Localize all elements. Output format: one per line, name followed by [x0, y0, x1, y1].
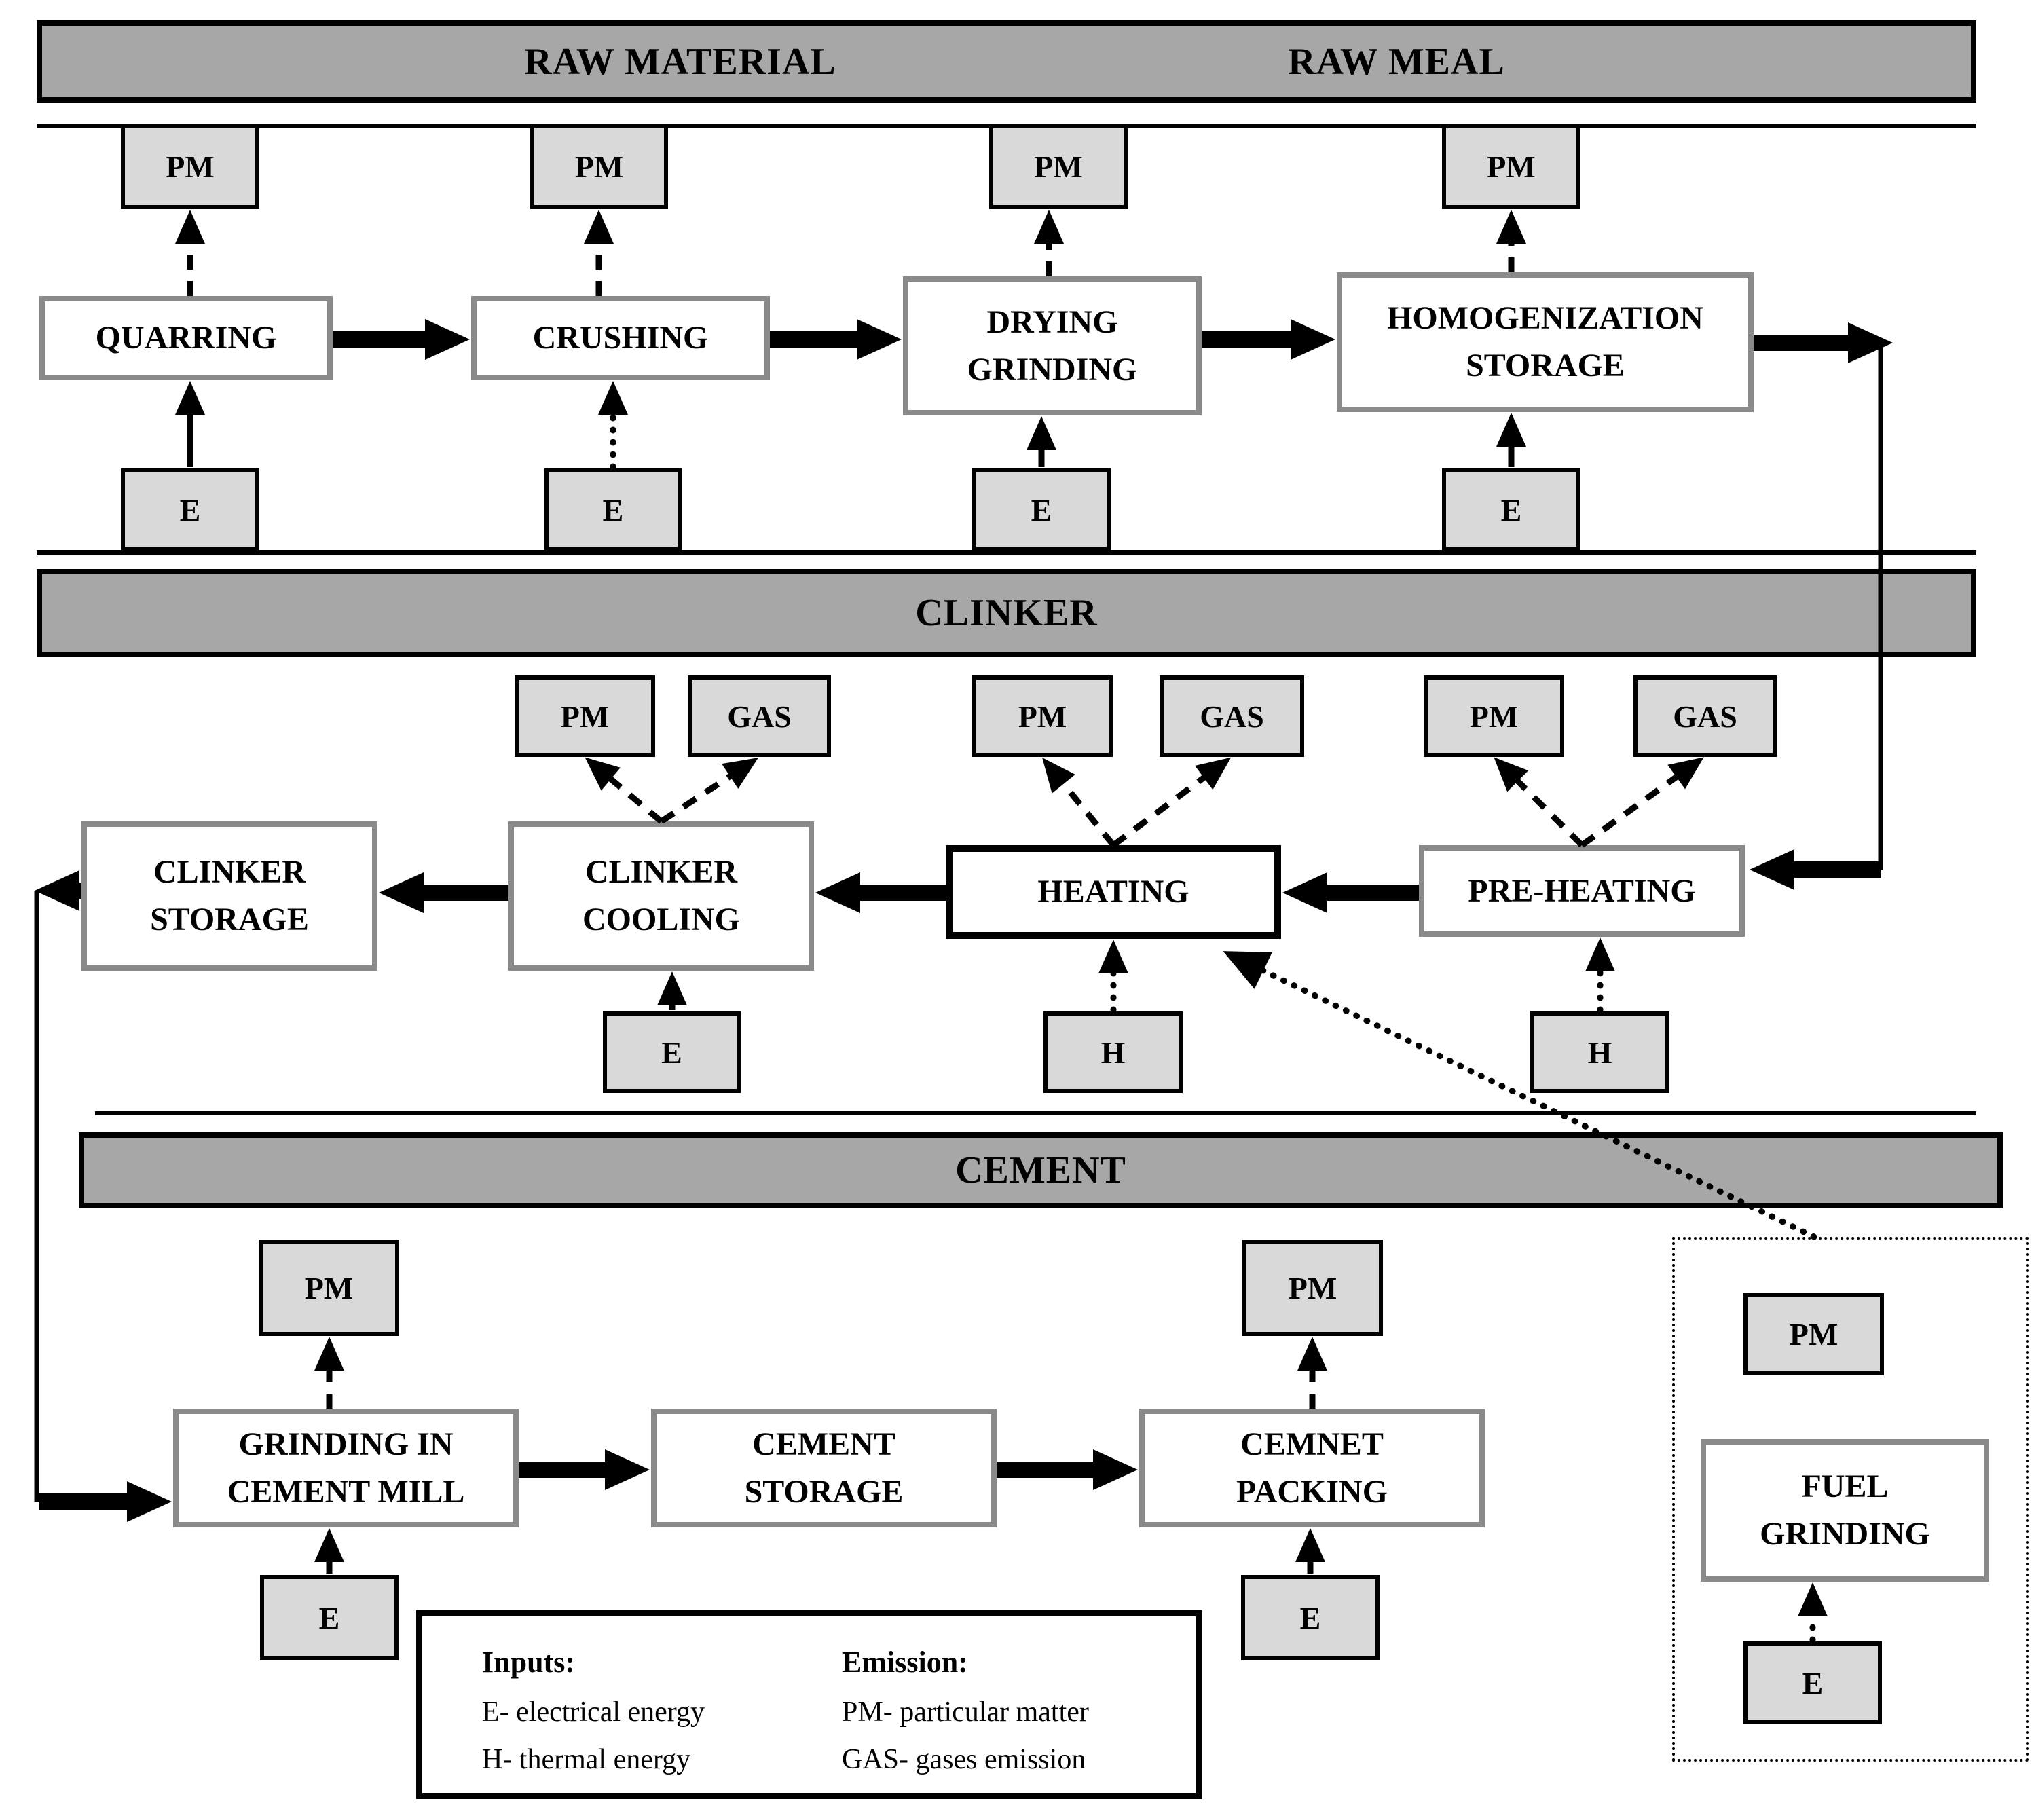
stage-fuel-grinding: FUEL GRINDING	[1701, 1439, 1989, 1582]
pm-label: PM	[1018, 699, 1067, 734]
separator-line-e-row	[37, 550, 1976, 555]
emission-arrow-cooling-pm	[585, 757, 663, 824]
pm-label: PM	[1288, 1270, 1337, 1305]
pm-label: PM	[166, 149, 215, 184]
stage-label: HOMOGENIZATION STORAGE	[1387, 300, 1703, 384]
h-chip: H	[1530, 1011, 1669, 1093]
banner-cement-label: CEMENT	[955, 1149, 1126, 1191]
gas-label: GAS	[727, 699, 792, 734]
stage-clinker-cooling: CLINKER COOLING	[508, 821, 814, 971]
fuel-grinding-container	[1672, 1237, 2029, 1762]
pm-chip: PM	[1442, 124, 1580, 209]
separator-line-cement	[95, 1111, 1976, 1115]
stage-label: DRYING GRINDING	[967, 303, 1138, 388]
stage-label: FUEL GRINDING	[1760, 1468, 1930, 1552]
stage-label: QUARRING	[95, 320, 277, 356]
h-label: H	[1587, 1035, 1612, 1070]
stage-label: HEATING	[1037, 874, 1189, 910]
banner-cement: CEMENT	[79, 1132, 2003, 1208]
h-chip: H	[1043, 1011, 1183, 1093]
stage-label: CRUSHING	[532, 320, 709, 356]
stage-heating: HEATING	[946, 845, 1281, 939]
banner-clinker: CLINKER	[37, 569, 1976, 657]
legend-box: Inputs: E- electrical energy H- thermal …	[416, 1610, 1202, 1799]
e-chip: E	[260, 1575, 399, 1660]
pm-label: PM	[1469, 699, 1519, 734]
pm-chip: PM	[1424, 675, 1564, 757]
e-label: E	[602, 492, 624, 527]
e-label: E	[1802, 1665, 1824, 1701]
stage-label: CLINKER STORAGE	[150, 854, 309, 937]
e-label: E	[1299, 1600, 1321, 1635]
e-chip: E	[1743, 1641, 1882, 1724]
pm-chip: PM	[259, 1240, 399, 1336]
pm-chip: PM	[121, 124, 259, 209]
pm-label: PM	[574, 149, 624, 184]
stage-label: PRE-HEATING	[1468, 872, 1696, 909]
pm-chip: PM	[989, 124, 1128, 209]
e-label: E	[179, 492, 201, 527]
e-label: E	[1031, 492, 1052, 527]
e-label: E	[318, 1600, 340, 1635]
legend-input-item: E- electrical energy	[482, 1696, 705, 1728]
pm-chip: PM	[515, 675, 655, 757]
emission-arrow-pre-heating-gas	[1580, 757, 1704, 848]
stage-homogenization-storage: HOMOGENIZATION STORAGE	[1337, 272, 1754, 412]
stage-drying-grinding: DRYING GRINDING	[903, 276, 1202, 415]
legend-emission-item: GAS- gases emission	[842, 1744, 1086, 1775]
banner-raw: RAW MATERIAL RAW MEAL	[37, 20, 1976, 103]
banner-clinker-label: CLINKER	[915, 592, 1098, 634]
stage-label: CLINKER COOLING	[582, 854, 741, 937]
legend-emission-title: Emission:	[842, 1646, 968, 1679]
legend-emission-item: PM- particular matter	[842, 1696, 1089, 1728]
stage-crushing: CRUSHING	[471, 296, 770, 380]
pm-chip: PM	[530, 124, 668, 209]
emission-arrow-heating-pm	[1042, 757, 1116, 847]
gas-chip: GAS	[1633, 675, 1777, 757]
h-label: H	[1101, 1035, 1126, 1070]
pm-label: PM	[1034, 149, 1083, 184]
stage-label: CEMENT STORAGE	[744, 1426, 904, 1510]
gas-label: GAS	[1200, 699, 1264, 734]
e-chip: E	[1442, 468, 1580, 551]
e-chip: E	[121, 468, 259, 551]
emission-arrow-heating-gas	[1111, 757, 1232, 848]
stage-grinding-in-cement-mill: GRINDING IN CEMENT MILL	[173, 1409, 519, 1527]
legend-input-item: H- thermal energy	[482, 1744, 691, 1775]
pm-label: PM	[304, 1270, 354, 1305]
pm-chip: PM	[972, 675, 1113, 757]
emission-arrow-cooling-gas	[659, 758, 758, 824]
pm-chip: PM	[1743, 1293, 1884, 1375]
gas-label: GAS	[1673, 699, 1737, 734]
stage-pre-heating: PRE-HEATING	[1419, 845, 1745, 937]
pm-label: PM	[1789, 1317, 1838, 1352]
e-chip: E	[972, 468, 1111, 551]
stage-quarring: QUARRING	[39, 296, 333, 380]
legend-inputs-title: Inputs:	[482, 1646, 575, 1679]
stage-clinker-storage: CLINKER STORAGE	[81, 821, 377, 971]
e-chip: E	[544, 468, 682, 551]
stage-label: CEMNET PACKING	[1236, 1426, 1388, 1510]
gas-chip: GAS	[1160, 675, 1304, 757]
banner-raw-material-label: RAW MATERIAL	[524, 40, 836, 83]
banner-raw-meal-label: RAW MEAL	[1288, 40, 1505, 83]
pm-label: PM	[560, 699, 610, 734]
stage-cemnet-packing: CEMNET PACKING	[1139, 1409, 1485, 1527]
pm-label: PM	[1487, 149, 1536, 184]
emission-arrow-pre-heating-pm	[1494, 757, 1585, 848]
e-label: E	[1500, 492, 1522, 527]
e-chip: E	[603, 1011, 741, 1093]
e-chip: E	[1241, 1575, 1380, 1660]
stage-cement-storage: CEMENT STORAGE	[651, 1409, 997, 1527]
gas-chip: GAS	[688, 675, 831, 757]
e-label: E	[661, 1035, 682, 1070]
stage-label: GRINDING IN CEMENT MILL	[227, 1426, 465, 1510]
pm-chip: PM	[1242, 1240, 1383, 1336]
